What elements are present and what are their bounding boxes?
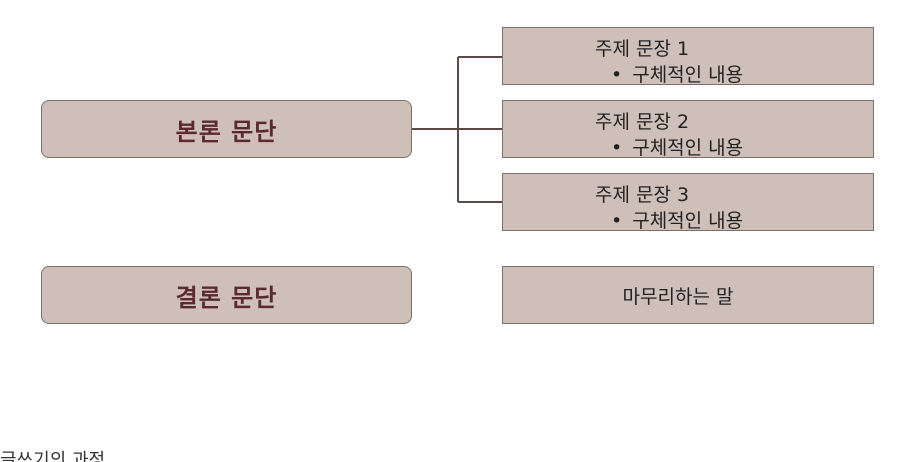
topic-sentence-3: 주제 문장 3 <box>595 184 690 206</box>
bullet-icon: • <box>611 210 623 232</box>
topic-detail-2: • 구체적인 내용 <box>611 133 743 160</box>
topic-detail-3: • 구체적인 내용 <box>611 206 743 233</box>
body-paragraph-label: 본론 문단 <box>175 117 278 146</box>
topic-box-1: 주제 문장 1 • 구체적인 내용 <box>502 27 874 87</box>
conclusion-paragraph-box: 결론 문단 <box>41 266 412 324</box>
topic-box-3: 주제 문장 3 • 구체적인 내용 <box>502 173 874 233</box>
body-paragraph-box: 본론 문단 <box>41 100 412 158</box>
figure-caption: 글쓰기의 과정 <box>0 450 106 462</box>
closing-box: 마무리하는 말 <box>502 266 874 324</box>
topic-sentence-1: 주제 문장 1 <box>595 38 690 60</box>
topic-detail-text-1: 구체적인 내용 <box>632 64 744 86</box>
conclusion-paragraph-label: 결론 문단 <box>175 283 278 312</box>
topic-detail-text-2: 구체적인 내용 <box>632 137 744 159</box>
bullet-icon: • <box>611 64 623 86</box>
topic-detail-text-3: 구체적인 내용 <box>632 210 744 232</box>
topic-detail-1: • 구체적인 내용 <box>611 60 743 87</box>
topic-box-2: 주제 문장 2 • 구체적인 내용 <box>502 100 874 160</box>
closing-remark: 마무리하는 말 <box>622 285 734 308</box>
bullet-icon: • <box>611 137 623 159</box>
topic-sentence-2: 주제 문장 2 <box>595 111 690 133</box>
